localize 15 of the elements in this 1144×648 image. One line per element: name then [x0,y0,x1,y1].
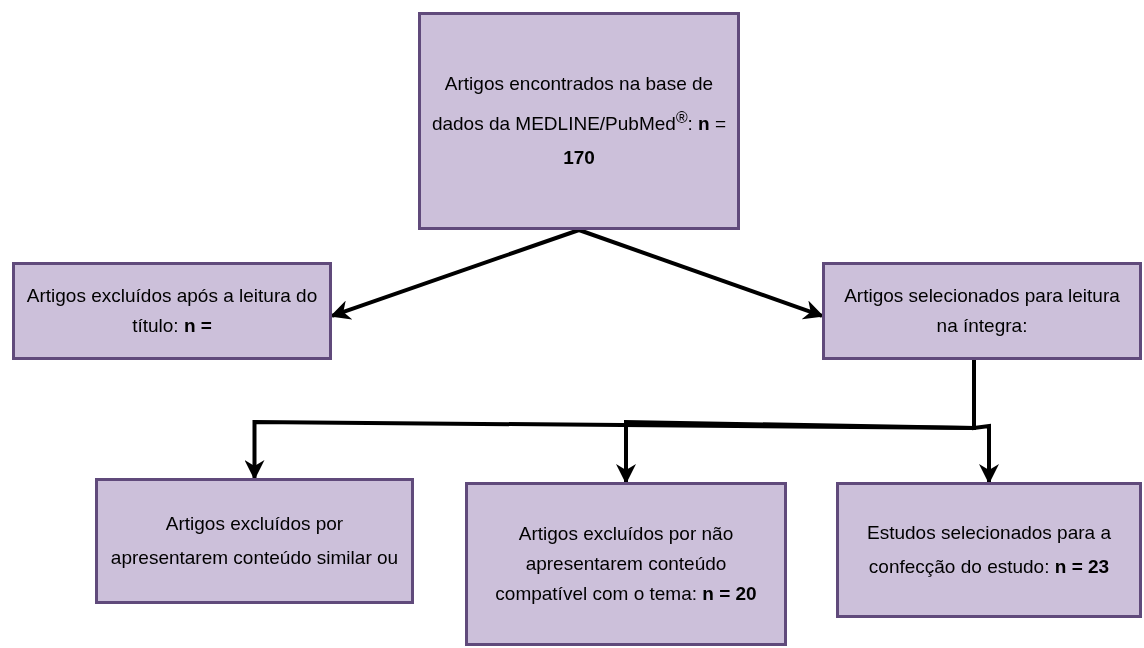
box-text: Artigos encontrados na base de dados da MEDLINE/PubMed$^{®}$: n = 170 [431,71,727,171]
process-box [465,482,787,646]
process-box [418,12,740,230]
process-box [836,482,1142,618]
arrow [330,228,580,320]
arrow [972,360,999,484]
arrow [578,228,824,320]
box-text: Artigos excluídos por não apresentarem conteúdo compatível com o tema: n = 20 [494,522,758,606]
box-text: Artigos excluídos por apresentarem conteúdo similar ou [109,512,400,570]
process-box [12,262,332,360]
process-box [95,478,414,604]
box-text: Artigos selecionados para leitura na íntegra: [843,284,1121,338]
box-text: Estudos selecionados para a confecção do estudo: n = 23 [866,521,1112,579]
box-text: Artigos excluídos após a leitura do título: n = [25,284,319,338]
process-box [822,262,1142,360]
